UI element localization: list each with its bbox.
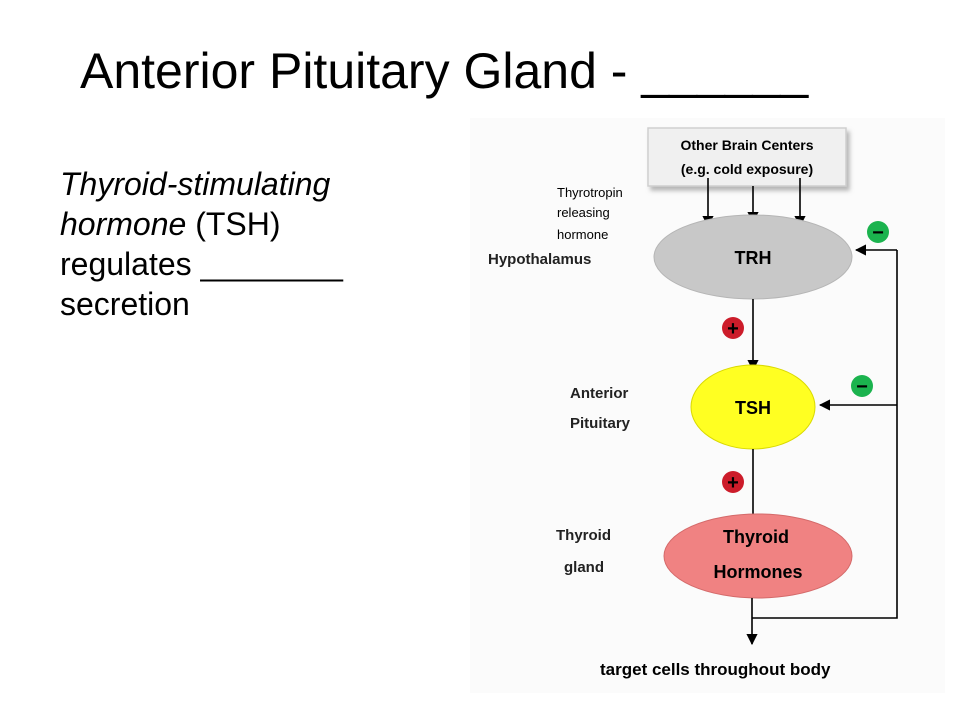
plus-sign-1: +: [727, 318, 739, 340]
inhibit-badge-1: [867, 221, 889, 243]
hormone-term: Thyroid-stimulating: [60, 166, 331, 202]
plus-sign-2: +: [727, 472, 739, 494]
body-line-1: Thyroid-stimulating: [60, 164, 460, 204]
body-text: Thyroid-stimulating hormone (TSH) regula…: [60, 164, 460, 324]
tsh-label: TSH: [735, 398, 771, 418]
body-line-4: secretion: [60, 286, 190, 322]
thyroid-hormones-ellipse: [663, 513, 853, 599]
inhibit-badge-2: [851, 375, 873, 397]
trh-note-line-2: releasing: [557, 205, 610, 220]
hormones-label-line-2: Hormones: [713, 562, 802, 582]
thyroid-label-line-1: Thyroid: [556, 527, 611, 544]
hormones-label-line-1: Thyroid: [723, 527, 789, 547]
minus-sign-2: −: [856, 376, 868, 398]
trh-label: TRH: [735, 248, 772, 268]
brain-centers-box: [647, 127, 847, 187]
stimulate-badge-1: [722, 317, 744, 339]
brain-centers-label: Other Brain Centers: [680, 137, 813, 153]
hormone-abbrev: (TSH): [186, 206, 281, 242]
slide-title: Anterior Pituitary Gland - ______: [80, 43, 809, 99]
body-line-3: regulates ________: [60, 246, 343, 282]
brain-centers-example: (e.g. cold exposure): [681, 161, 813, 177]
thyroid-label-line-2: gland: [564, 559, 604, 576]
target-cells-label: target cells throughout body: [600, 660, 831, 679]
hormone-term-2: hormone: [60, 206, 187, 242]
stimulate-badge-2: [722, 471, 744, 493]
feedback-line: [752, 250, 898, 619]
minus-sign-1: −: [872, 222, 884, 244]
pituitary-label-line-2: Pituitary: [570, 415, 631, 432]
pituitary-label-line-1: Anterior: [570, 385, 629, 402]
trh-note-line-1: Thyrotropin: [557, 185, 623, 200]
body-line-2: hormone (TSH): [60, 204, 460, 244]
hypothalamus-label: Hypothalamus: [488, 251, 591, 268]
trh-note-line-3: hormone: [557, 227, 608, 242]
